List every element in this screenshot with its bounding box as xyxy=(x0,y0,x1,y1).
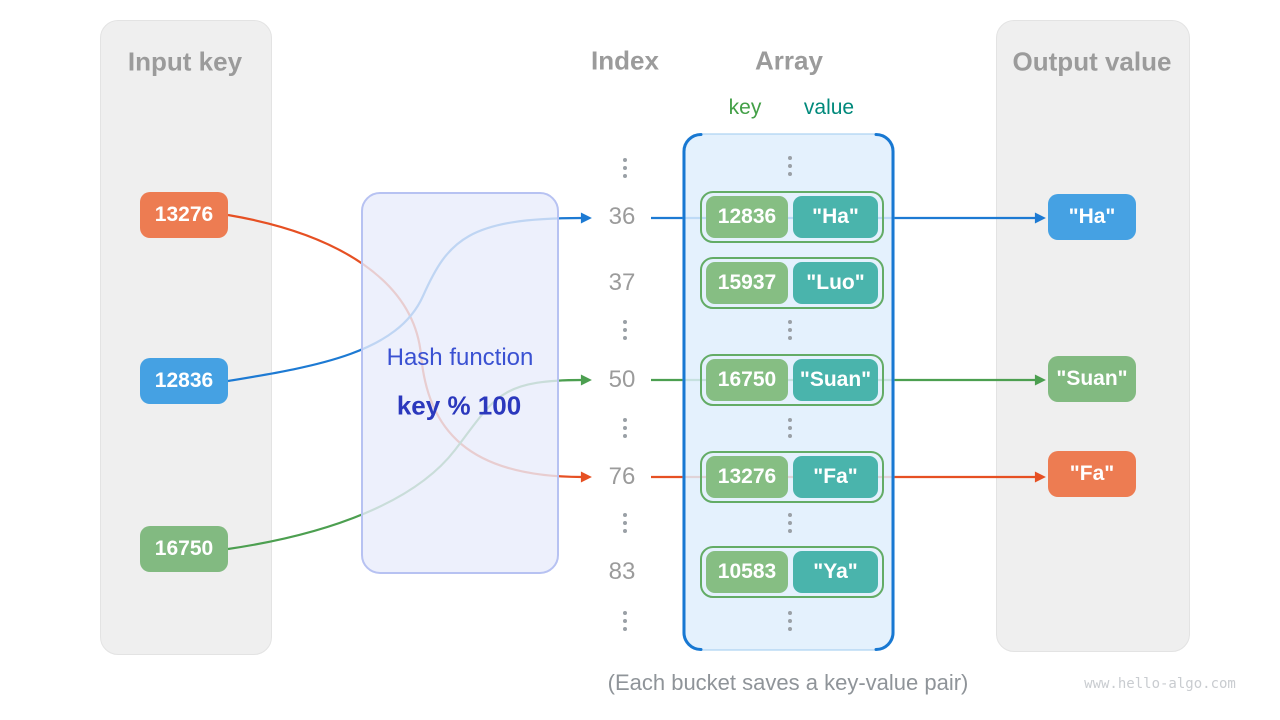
index-label: 83 xyxy=(608,558,636,585)
website-watermark: www.hello-algo.com xyxy=(1084,676,1236,692)
output-value-box: "Ha" xyxy=(1048,194,1136,240)
input-panel-title: Input key xyxy=(127,46,243,77)
bucket-value: "Suan" xyxy=(793,359,878,401)
ellipsis-dots xyxy=(788,418,792,438)
hash-function-formula: key % 100 xyxy=(396,390,522,421)
input-key-box: 13276 xyxy=(140,192,228,238)
bucket-value: "Luo" xyxy=(793,262,878,304)
ellipsis-dots xyxy=(788,513,792,533)
bucket-key: 13276 xyxy=(706,456,788,498)
output-value-box: "Suan" xyxy=(1048,356,1136,402)
array-right-bracket xyxy=(874,133,895,651)
bucket-value: "Ha" xyxy=(793,196,878,238)
ellipsis-dots xyxy=(788,156,792,176)
diagram-caption: (Each bucket saves a key-value pair) xyxy=(607,670,969,695)
ellipsis-dots xyxy=(623,611,627,631)
index-label: 50 xyxy=(608,366,636,393)
array-bucket: 15937 "Luo" xyxy=(700,257,884,309)
input-key-box: 16750 xyxy=(140,526,228,572)
index-label: 76 xyxy=(608,463,636,490)
bucket-key: 12836 xyxy=(706,196,788,238)
key-column-header: key xyxy=(728,96,762,119)
array-left-bracket xyxy=(682,133,703,651)
array-bucket: 10583 "Ya" xyxy=(700,546,884,598)
value-column-header: value xyxy=(803,96,855,119)
bucket-value: "Fa" xyxy=(793,456,878,498)
ellipsis-dots xyxy=(623,320,627,340)
bucket-value: "Ya" xyxy=(793,551,878,593)
array-column-header: Array xyxy=(755,45,823,76)
ellipsis-dots xyxy=(788,611,792,631)
index-column-header: Index xyxy=(591,45,659,76)
input-key-box: 12836 xyxy=(140,358,228,404)
ellipsis-dots xyxy=(623,158,627,178)
ellipsis-dots xyxy=(788,320,792,340)
ellipsis-dots xyxy=(623,418,627,438)
index-label: 36 xyxy=(608,203,636,230)
array-bucket: 13276 "Fa" xyxy=(700,451,884,503)
output-value-box: "Fa" xyxy=(1048,451,1136,497)
bucket-key: 15937 xyxy=(706,262,788,304)
array-bucket: 12836 "Ha" xyxy=(700,191,884,243)
index-label: 37 xyxy=(608,269,636,296)
output-value-panel xyxy=(996,20,1190,652)
ellipsis-dots xyxy=(623,513,627,533)
bucket-key: 10583 xyxy=(706,551,788,593)
output-panel-title: Output value xyxy=(1012,46,1172,77)
hash-function-name: Hash function xyxy=(386,344,534,371)
array-bucket: 16750 "Suan" xyxy=(700,354,884,406)
bucket-key: 16750 xyxy=(706,359,788,401)
hash-function-box xyxy=(361,192,559,574)
